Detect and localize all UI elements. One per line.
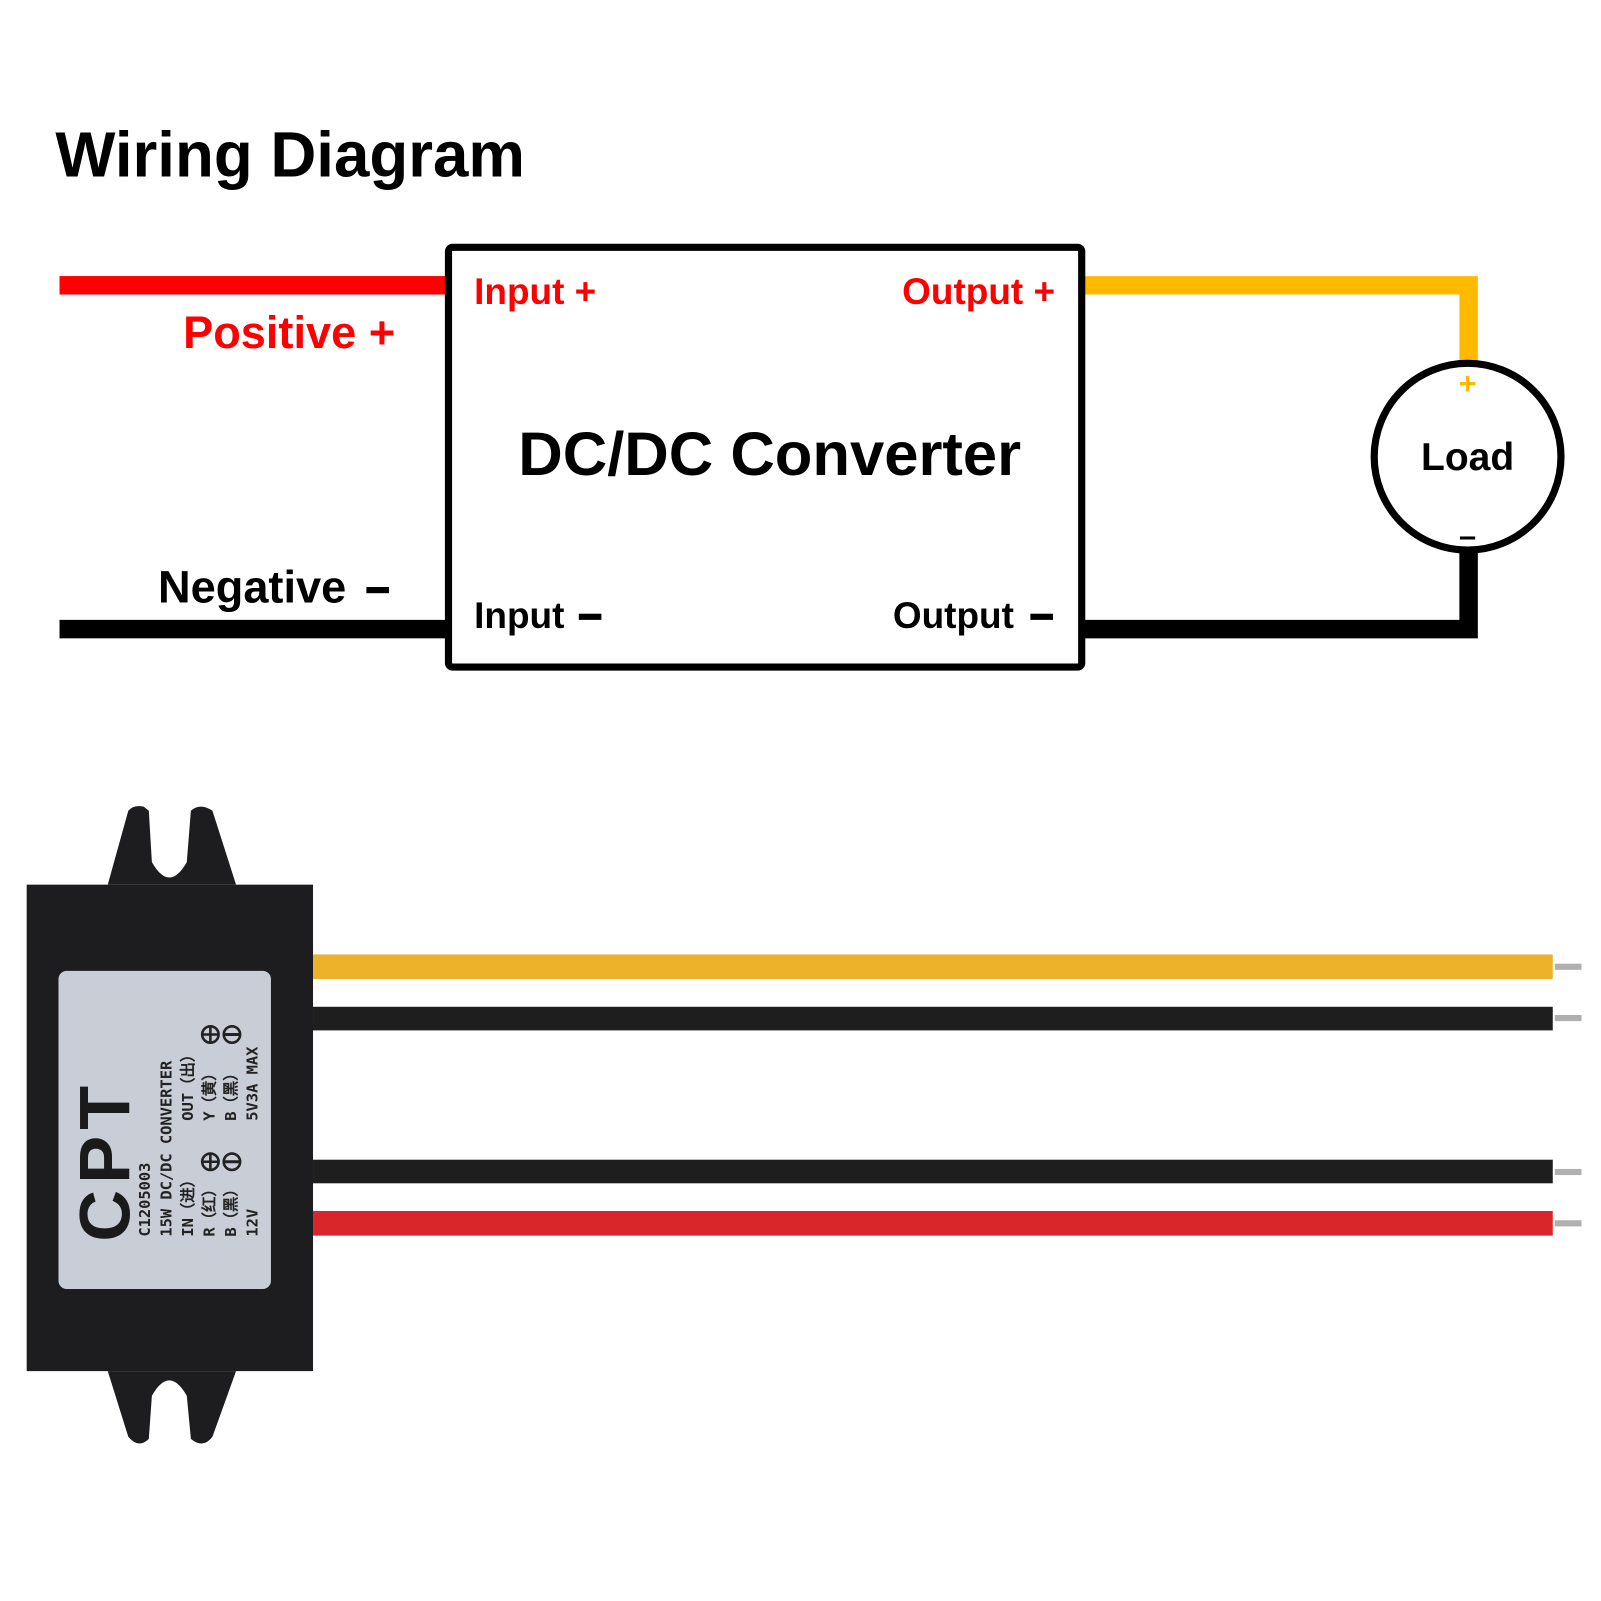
positive-wire (59, 276, 450, 295)
out-black-label: B（黑） (222, 1065, 240, 1120)
input-plus-label: Input + (474, 271, 596, 312)
in-label: IN（进） (179, 1172, 197, 1237)
model-number: C1205003 (136, 1163, 154, 1237)
out-yellow-label: Y（黄） (199, 1065, 218, 1120)
wire-tips (1554, 963, 1582, 1227)
yellow-output-wire (313, 954, 1553, 980)
converter-box (444, 243, 1086, 671)
brand-logo: CPT (65, 1080, 145, 1242)
input-minus-label: Input (474, 595, 564, 636)
load-circle (1370, 359, 1565, 554)
in-red-label: R（红） (199, 1181, 218, 1236)
red-input-wire (313, 1211, 1553, 1236)
minus-terminal-icon (222, 1024, 242, 1172)
in-black-label: B（黑） (222, 1181, 240, 1236)
plus-terminal-icon (200, 1024, 220, 1172)
device-description: 15W DC/DC CONVERTER (157, 1060, 175, 1237)
output-plus-label: Output + (902, 271, 1055, 312)
load-plus-label: + (1459, 366, 1477, 401)
output-negative-wire (1082, 550, 1478, 639)
black-output-wire (313, 1006, 1553, 1031)
black-input-wire (313, 1159, 1553, 1184)
negative-wire (59, 619, 450, 639)
minus-icon (1030, 613, 1053, 620)
mounting-tab-top (107, 806, 237, 885)
output-rating: 5V3A MAX (244, 1046, 262, 1121)
input-voltage: 12V (244, 1209, 262, 1237)
negative-label: Negative (158, 561, 346, 612)
minus-icon (578, 613, 602, 620)
minus-icon (366, 587, 389, 594)
positive-label: Positive + (183, 307, 395, 358)
converter-label: DC/DC Converter (518, 420, 1021, 489)
load-label: Load (1421, 436, 1514, 479)
mounting-tab-bottom (107, 1371, 237, 1444)
load-minus-label: – (1459, 518, 1476, 553)
output-positive-wire (1082, 276, 1478, 362)
converter-device: CPT C1205003 15W DC/DC CONVERTER IN（进） O… (26, 806, 1582, 1444)
out-label: OUT（出） (178, 1047, 197, 1121)
device-label-sticker (58, 970, 271, 1290)
page-title: Wiring Diagram (55, 120, 525, 191)
output-minus-label: Output (893, 595, 1014, 636)
